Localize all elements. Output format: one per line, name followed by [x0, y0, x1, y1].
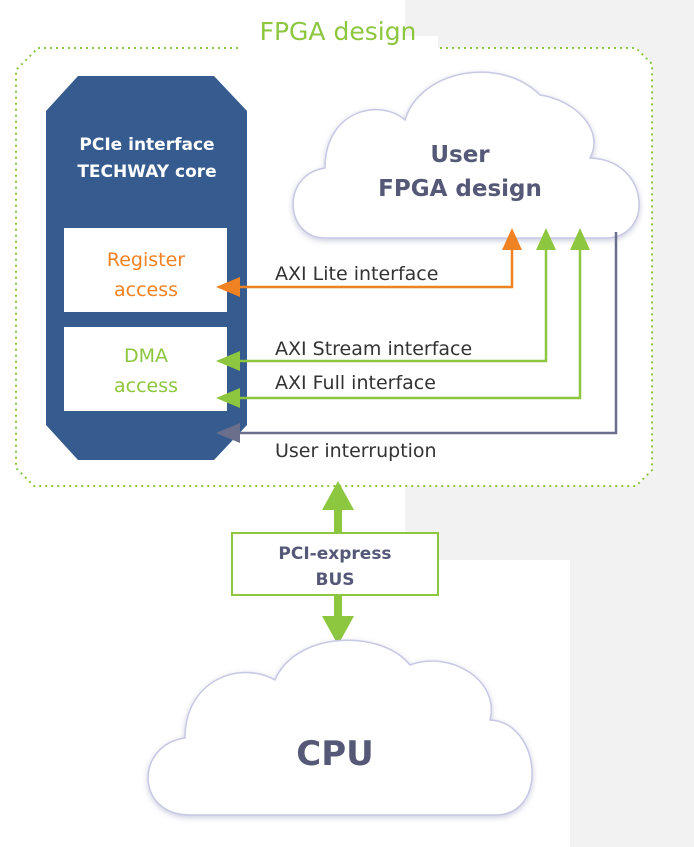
axi-lite-arrow-up — [502, 228, 522, 250]
diagram-title: FPGA design — [260, 17, 417, 46]
axi-full-arrow-left — [216, 388, 240, 408]
user-interruption-label: User interruption — [275, 440, 437, 462]
core-title-line1: PCIe interface — [79, 135, 214, 155]
bus-label-line2: BUS — [315, 570, 354, 590]
dma-label-line1: DMA — [124, 345, 168, 367]
axi-stream-label: AXI Stream interface — [275, 338, 472, 360]
user-cloud-line2: FPGA design — [378, 176, 542, 202]
axi-lite-line — [240, 250, 514, 289]
user-interruption-arrow — [216, 423, 240, 443]
register-label-line1: Register — [107, 249, 185, 271]
core-title-line2: TECHWAY core — [77, 162, 216, 182]
bus-label-line1: PCI-express — [278, 544, 391, 564]
axi-stream-arrow-up — [536, 228, 556, 250]
user-interruption-line — [240, 232, 618, 435]
axi-stream-line — [240, 250, 548, 363]
bus-arrow-down — [322, 616, 354, 645]
register-access-box — [64, 228, 227, 312]
axi-lite-arrow-left — [216, 277, 240, 297]
axi-full-arrow-up — [570, 228, 590, 250]
register-label-line2: access — [114, 279, 178, 301]
bus-arrow-up — [322, 481, 354, 510]
background-panel-lower — [570, 560, 694, 847]
axi-stream-arrow-left — [216, 351, 240, 371]
cpu-label: CPU — [296, 734, 373, 774]
user-fpga-cloud — [292, 71, 640, 239]
dma-access-box — [64, 327, 227, 411]
axi-lite-label: AXI Lite interface — [275, 263, 438, 285]
dma-label-line2: access — [114, 375, 178, 397]
axi-full-label: AXI Full interface — [275, 372, 436, 394]
cpu-cloud — [147, 639, 533, 816]
axi-full-line — [240, 250, 582, 400]
user-cloud-line1: User — [430, 142, 490, 168]
pci-express-bus-box — [231, 532, 439, 596]
